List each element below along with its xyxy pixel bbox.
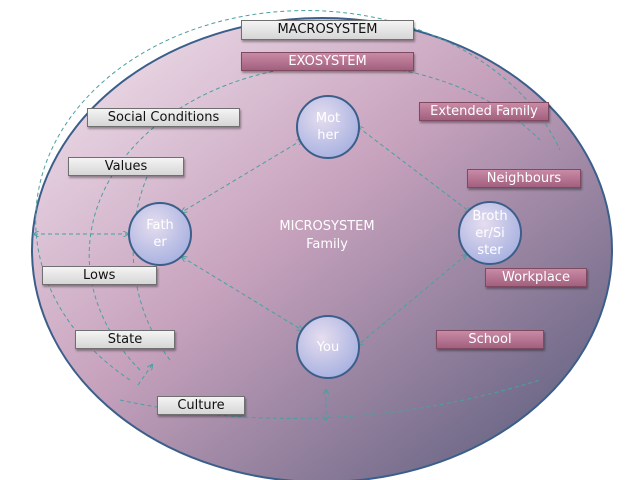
node-father: Fath er bbox=[128, 202, 192, 266]
microsystem-label: MICROSYSTEM Family bbox=[263, 218, 391, 254]
node-you: You bbox=[296, 315, 360, 379]
node-sibling: Broth er/Si ster bbox=[458, 201, 522, 265]
ring-exo-arc bbox=[88, 63, 541, 371]
edge-father-you bbox=[182, 257, 302, 330]
node-mother: Mot her bbox=[296, 95, 360, 159]
macro-label-lows: Lows bbox=[42, 266, 157, 285]
edge-mother-father bbox=[182, 140, 302, 212]
edge-sibling-you bbox=[358, 255, 466, 345]
exo-label-school: School bbox=[436, 330, 544, 349]
exo-label-neighbours: Neighbours bbox=[467, 169, 581, 188]
macro-label-values: Values bbox=[68, 157, 184, 176]
exo-label-workplace: Workplace bbox=[485, 268, 587, 287]
exo-label-extended-family: Extended Family bbox=[419, 102, 549, 121]
edge-mother-sibling bbox=[358, 127, 470, 212]
ring-macro-arc bbox=[35, 10, 561, 381]
macro-label-culture: Culture bbox=[157, 396, 245, 415]
microsystem-subtitle: Family bbox=[306, 237, 348, 252]
macro-label-state: State bbox=[75, 330, 175, 349]
microsystem-title: MICROSYSTEM bbox=[279, 219, 375, 234]
macro-label-social-conditions: Social Conditions bbox=[87, 108, 240, 127]
exosystem-label: EXOSYSTEM bbox=[241, 52, 414, 71]
macrosystem-label: MACROSYSTEM bbox=[241, 20, 414, 40]
